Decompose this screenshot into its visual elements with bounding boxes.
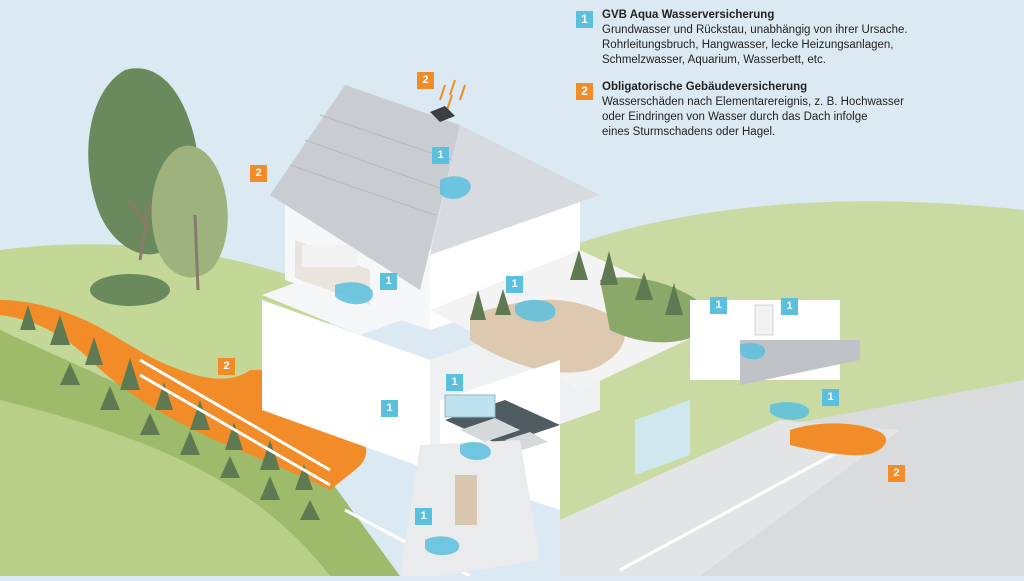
marker-gutter: 2 — [250, 165, 267, 182]
legend-text-line: Schmelzwasser, Aquarium, Wasserbett, etc… — [602, 54, 826, 66]
marker-mudslide: 2 — [218, 358, 235, 375]
marker-utility-room: 1 — [781, 298, 798, 315]
marker-roof-leak: 1 — [432, 147, 449, 164]
legend-text-line: Wasserschäden nach Elementarereignis, z.… — [602, 96, 904, 108]
legend-badge-2: 2 — [576, 83, 593, 100]
marker-terrace: 1 — [506, 276, 523, 293]
marker-boiler: 1 — [710, 297, 727, 314]
front-lawn — [0, 400, 330, 576]
tree-group — [88, 68, 228, 306]
marker-aquarium: 1 — [446, 374, 463, 391]
marker-driveway-flood: 2 — [888, 465, 905, 482]
legend-text-line: Grundwasser und Rückstau, unabhängig von… — [602, 24, 908, 36]
legend: 1 GVB Aqua Wasserversicherung Grundwasse… — [576, 8, 1016, 152]
legend-text-line: Rohrleitungsbruch, Hangwasser, lecke Hei… — [602, 39, 894, 51]
driveway — [560, 420, 900, 576]
legend-item-building: 2 Obligatorische Gebäudeversicherung Was… — [576, 80, 1016, 140]
hedge-plants — [20, 305, 320, 520]
legend-title: GVB Aqua Wasserversicherung — [602, 9, 775, 21]
hail-icon — [439, 79, 466, 111]
marker-hail: 2 — [417, 72, 434, 89]
legend-title: Obligatorische Gebäudeversicherung — [602, 81, 808, 93]
roof — [270, 85, 460, 290]
legend-item-aqua: 1 GVB Aqua Wasserversicherung Grundwasse… — [576, 8, 1016, 68]
driveway-flood — [790, 423, 887, 456]
legend-text-line: eines Sturmschadens oder Hagel. — [602, 126, 776, 138]
marker-basement: 1 — [415, 508, 432, 525]
water-patches — [335, 176, 810, 556]
marker-wall-drain: 1 — [381, 400, 398, 417]
legend-text-line: oder Eindringen von Wasser durch das Dac… — [602, 111, 868, 123]
house — [262, 85, 860, 576]
legend-badge-1: 1 — [576, 11, 593, 28]
marker-carport: 1 — [822, 389, 839, 406]
marker-waterbed: 1 — [380, 273, 397, 290]
roof-hole — [430, 106, 455, 122]
